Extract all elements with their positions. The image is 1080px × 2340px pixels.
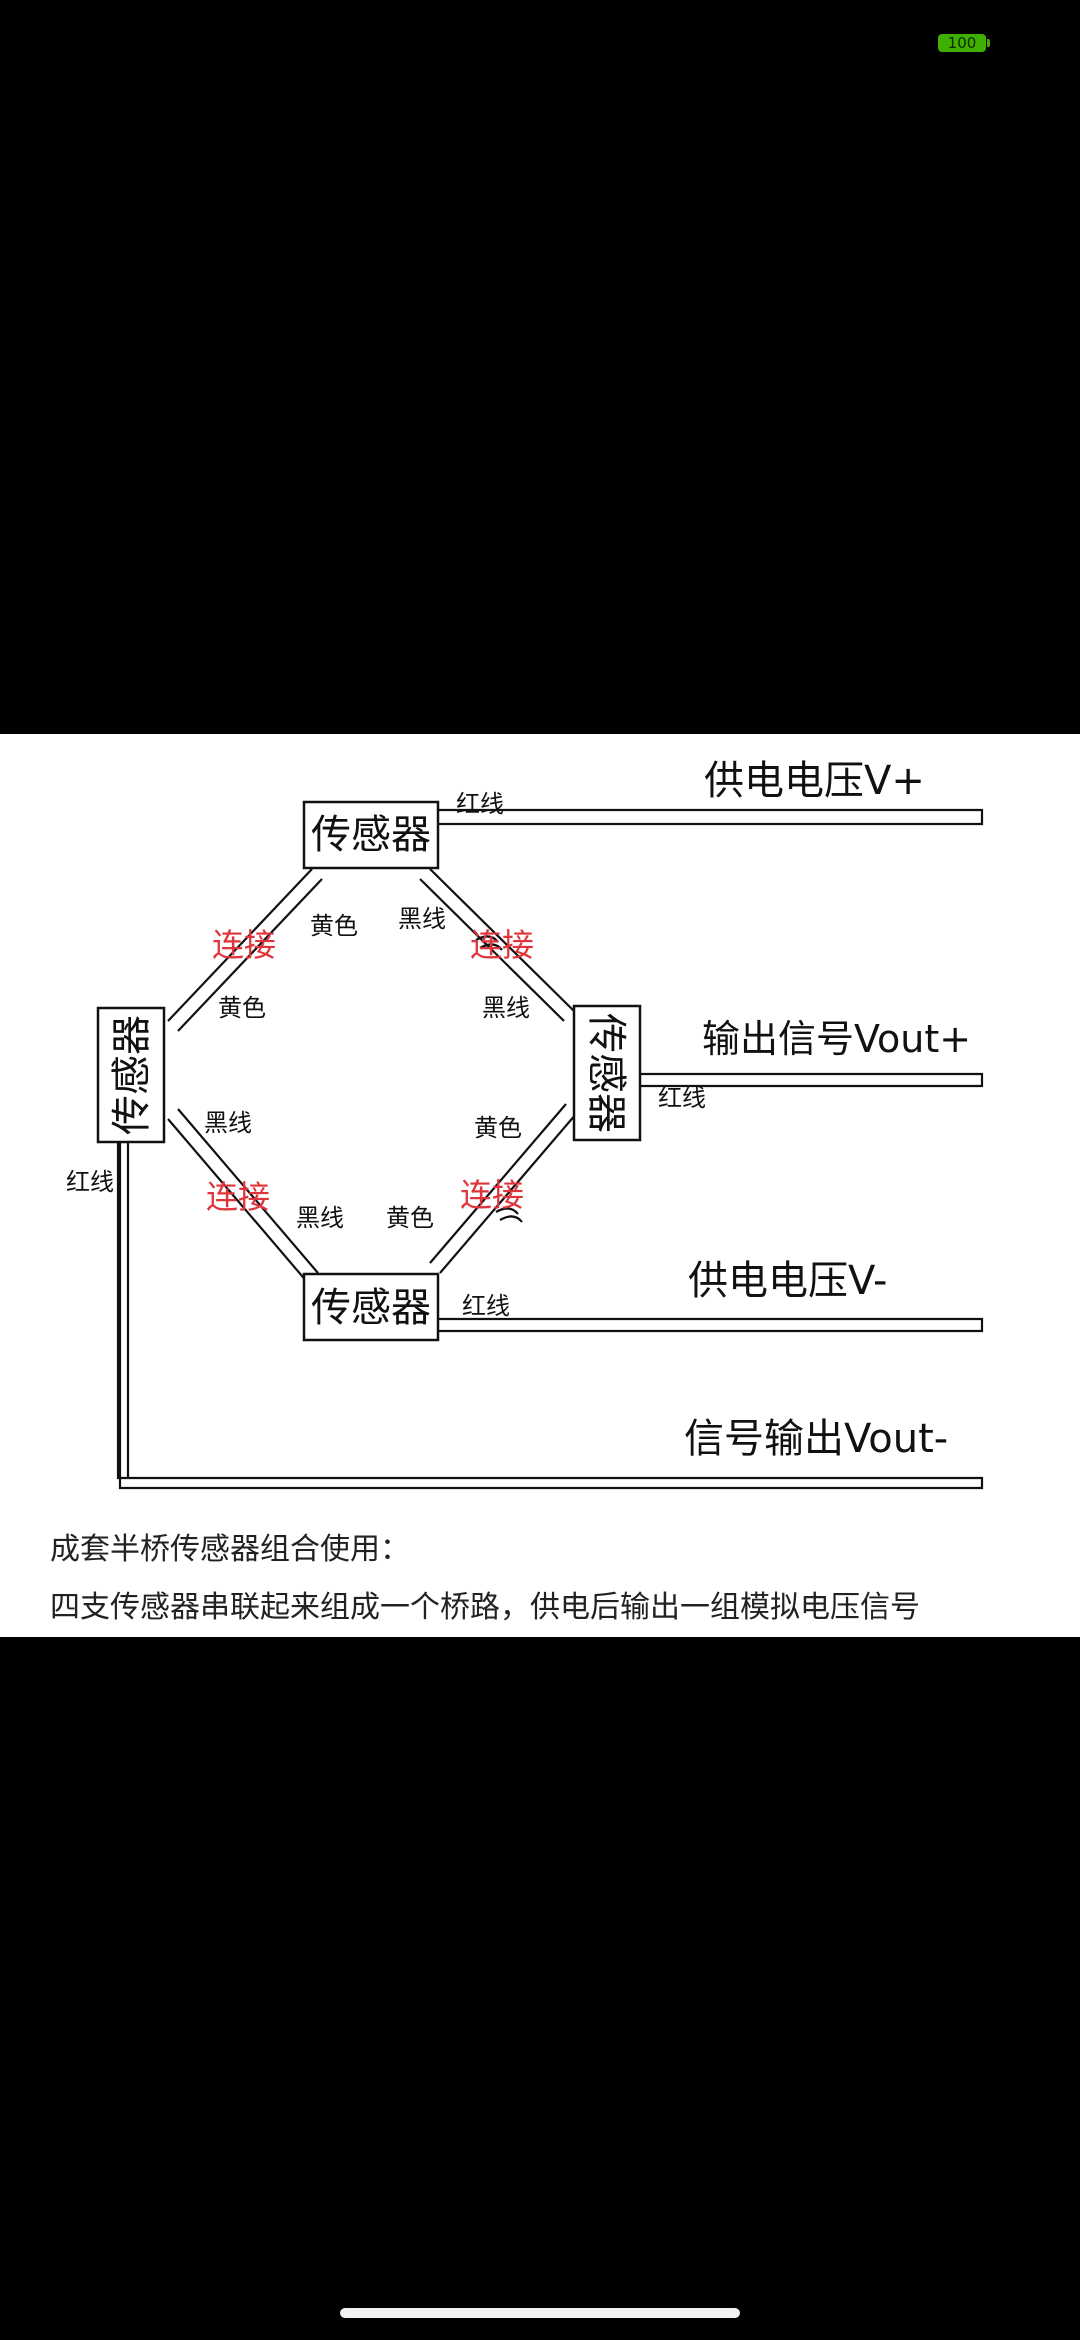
home-indicator[interactable]	[340, 2308, 740, 2318]
battery-icon: 100	[938, 34, 986, 52]
label-black-wire: 黑线	[398, 905, 446, 933]
label-red-wire-bottom: 红线	[462, 1292, 510, 1320]
label-connect: 连接	[206, 1178, 270, 1216]
lead-output-pos	[640, 1072, 984, 1088]
wire-right-bottom	[429, 1103, 577, 1274]
sensor-box-right	[572, 1004, 642, 1142]
caption-line-1: 成套半桥传感器组合使用：	[50, 1532, 410, 1567]
sensor-box-top	[302, 800, 440, 870]
label-connect: 连接	[470, 926, 534, 964]
lead-supply-pos	[438, 808, 984, 826]
lead-output-neg	[116, 1134, 984, 1490]
arc-mark	[495, 1207, 523, 1223]
label-yellow-wire: 黄色	[218, 994, 266, 1022]
label-yellow-wire: 黄色	[474, 1114, 522, 1142]
sensor-label-right: 传感器	[583, 1013, 629, 1133]
wire-left-bottom	[167, 1108, 319, 1284]
arc-mark	[475, 935, 503, 951]
label-supply-neg: 供电电压V-	[688, 1258, 887, 1304]
bridge-diagram: 传感器 传感器 传感器 传感器 供电电压V+ 输出信号Vout+ 供电电压V- …	[66, 758, 984, 1490]
label-black-wire: 黑线	[296, 1204, 344, 1232]
caption-line-2: 四支传感器串联起来组成一个桥路，供电后输出一组模拟电压信号	[50, 1590, 920, 1625]
label-connect: 连接	[460, 1176, 524, 1214]
wire-top-right	[419, 868, 575, 1022]
sensor-box-bottom	[302, 1272, 440, 1342]
lead-supply-neg	[438, 1317, 984, 1333]
wiring-diagram-image[interactable]: 传感器 传感器 传感器 传感器 供电电压V+ 输出信号Vout+ 供电电压V- …	[0, 734, 1080, 1637]
sensor-label-bottom: 传感器	[311, 1285, 431, 1331]
label-supply-pos: 供电电压V+	[704, 758, 925, 804]
label-yellow-wire: 黄色	[386, 1204, 434, 1232]
label-yellow-wire: 黄色	[310, 912, 358, 940]
sensor-label-top: 传感器	[311, 812, 431, 858]
label-output-pos: 输出信号Vout+	[702, 1017, 971, 1061]
sensor-label-left: 传感器	[109, 1015, 155, 1135]
label-red-wire-right: 红线	[658, 1084, 706, 1112]
battery-tip	[987, 39, 990, 47]
label-black-wire: 黑线	[482, 994, 530, 1022]
sensor-box-left	[96, 1006, 166, 1144]
label-red-wire-top: 红线	[456, 790, 504, 818]
wire-top-left	[167, 868, 323, 1032]
label-black-wire: 黑线	[204, 1109, 252, 1137]
label-connect: 连接	[212, 926, 276, 964]
label-output-neg: 信号输出Vout-	[684, 1416, 948, 1462]
label-red-wire-left: 红线	[66, 1168, 114, 1196]
